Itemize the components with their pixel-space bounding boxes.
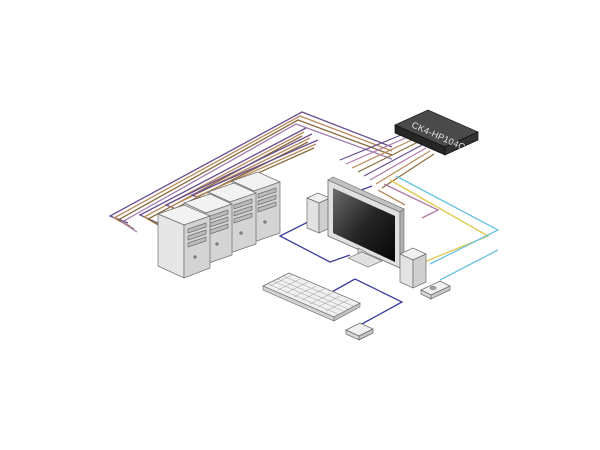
computer-1: [157, 204, 211, 279]
switch-side: [444, 131, 479, 156]
cable-blue-mouse: [354, 278, 404, 326]
left-speaker: [306, 192, 331, 234]
keyboard-side: [333, 302, 361, 322]
mouse: [345, 322, 374, 341]
cable-blue-keyboard: [329, 278, 356, 294]
cable-video-2: [120, 123, 393, 233]
monitor-screen: [333, 188, 395, 262]
right-speaker: [399, 247, 427, 289]
kvm-switch: CK4-HP104C: [394, 109, 479, 156]
cable-yellow-audio: [389, 179, 490, 263]
keyboard-keys: [267, 274, 354, 315]
cable-brown-speaker: [377, 189, 406, 206]
cable-mauve-speaker: [383, 183, 440, 219]
monitor-base: [347, 251, 383, 268]
cable-cyan-audio: [395, 175, 500, 265]
keyboard: [262, 272, 361, 322]
switch-fanout: [339, 132, 435, 189]
usb-hub: [420, 280, 451, 300]
monitor: [327, 176, 405, 269]
cable-blue-to-keyboard: [278, 217, 351, 263]
cable-cyan-hub: [439, 249, 499, 281]
